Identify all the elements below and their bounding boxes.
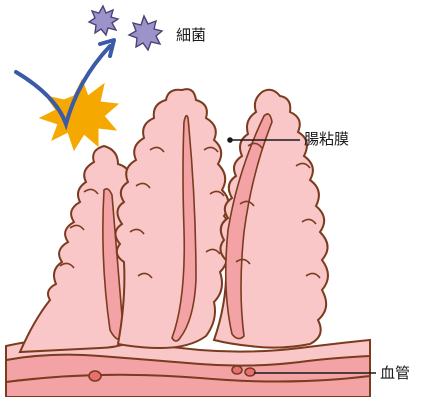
- bacterium-icon: [129, 16, 162, 50]
- blood-vessel: [89, 371, 101, 381]
- blood-vessel: [245, 368, 255, 376]
- bacterium-icon: [89, 6, 118, 35]
- bacteria-label: 細菌: [176, 28, 206, 43]
- blood-vessel: [232, 366, 242, 374]
- leader-anchor-mucosa: [228, 138, 232, 142]
- intestinal-mucosa-label: 腸粘膜: [304, 132, 349, 147]
- villus-middle: [115, 89, 230, 348]
- blood-vessel-label: 血管: [380, 366, 410, 381]
